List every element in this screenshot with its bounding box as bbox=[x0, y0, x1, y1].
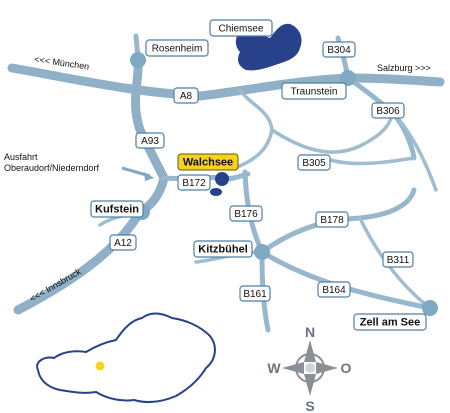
svg-text:B161: B161 bbox=[243, 289, 267, 300]
svg-text:Chiemsee: Chiemsee bbox=[218, 24, 263, 35]
exit-label-line1: Ausfahrt bbox=[4, 152, 38, 162]
road-traunstein bbox=[233, 88, 274, 170]
label-b304: B304 bbox=[322, 41, 356, 58]
svg-text:B178: B178 bbox=[320, 215, 344, 226]
label-traunstein: Traunstein bbox=[281, 82, 347, 100]
svg-text:Walchsee: Walchsee bbox=[183, 157, 233, 169]
road-a8 bbox=[7, 63, 353, 101]
svg-text:B311: B311 bbox=[387, 255, 410, 266]
svg-text:B164: B164 bbox=[322, 285, 346, 296]
svg-text:B306: B306 bbox=[376, 106, 400, 117]
svg-text:B304: B304 bbox=[327, 45, 351, 56]
svg-text:Kufstein: Kufstein bbox=[95, 204, 139, 216]
label-b161: B161 bbox=[239, 285, 271, 302]
road-b305 bbox=[270, 110, 394, 154]
label-b178: B178 bbox=[315, 211, 349, 228]
svg-text:Zell am See: Zell am See bbox=[360, 317, 421, 329]
label-a8: A8 bbox=[173, 87, 199, 104]
svg-text:Traunstein: Traunstein bbox=[291, 87, 338, 98]
node-zell-am-see bbox=[422, 300, 438, 316]
svg-text:A93: A93 bbox=[141, 136, 159, 147]
label-b306: B306 bbox=[371, 102, 405, 119]
label-b172: B172 bbox=[177, 174, 211, 191]
compass-w: W bbox=[267, 360, 281, 376]
road-b305-east bbox=[328, 156, 416, 166]
label-b311: B311 bbox=[382, 251, 414, 268]
label-kitzbuehel: Kitzbühel bbox=[193, 240, 253, 258]
road-a12 bbox=[13, 207, 145, 315]
label-kufstein: Kufstein bbox=[90, 200, 144, 218]
label-b305: B305 bbox=[297, 154, 331, 171]
svg-text:B172: B172 bbox=[182, 178, 206, 189]
label-zell-am-see: Zell am See bbox=[353, 313, 427, 331]
compass-n: N bbox=[305, 324, 315, 340]
svg-text:A12: A12 bbox=[114, 238, 132, 249]
label-walchsee: Walchsee bbox=[177, 153, 239, 171]
svg-text:A8: A8 bbox=[180, 91, 193, 102]
svg-text:Kitzbühel: Kitzbühel bbox=[198, 244, 248, 256]
node-traunstein bbox=[340, 70, 356, 86]
label-b176: B176 bbox=[229, 205, 263, 222]
inset-marker-icon bbox=[95, 361, 105, 371]
node-rosenheim bbox=[130, 52, 146, 68]
road-a93 bbox=[130, 53, 169, 217]
svg-text:B305: B305 bbox=[302, 158, 326, 169]
road-a8-east bbox=[343, 73, 445, 87]
label-a93: A93 bbox=[135, 132, 165, 149]
exit-label-line2: Oberaudorf/Niederndorf bbox=[4, 163, 100, 173]
node-kitzbuehel bbox=[254, 244, 270, 260]
compass-rose-icon bbox=[282, 340, 338, 396]
exit-arrowhead-icon bbox=[144, 172, 154, 181]
svg-text:B176: B176 bbox=[234, 209, 258, 220]
label-chiemsee: Chiemsee bbox=[209, 19, 273, 37]
label-b164: B164 bbox=[317, 281, 351, 298]
label-a12: A12 bbox=[109, 234, 137, 251]
svg-text:Rosenheim: Rosenheim bbox=[152, 44, 203, 55]
direction-innsbruck: <<< Innsbruck bbox=[28, 266, 83, 304]
austria-outline-icon bbox=[36, 312, 216, 404]
compass-s: S bbox=[305, 398, 314, 413]
compass-o: O bbox=[341, 360, 352, 376]
label-rosenheim: Rosenheim bbox=[145, 39, 209, 57]
location-marker-icon bbox=[215, 172, 229, 186]
direction-salzburg: Salzburg >>> bbox=[377, 63, 431, 73]
walchsee-lake-icon bbox=[210, 188, 222, 196]
